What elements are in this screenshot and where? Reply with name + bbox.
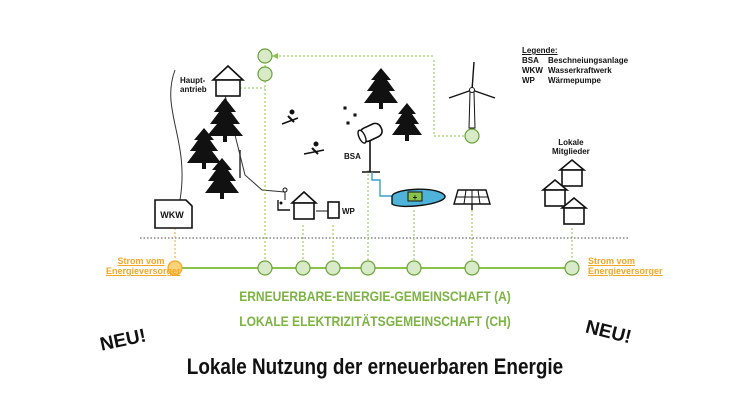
node-hauptantrieb xyxy=(257,260,273,276)
tree-icon xyxy=(187,128,221,169)
heat-pump-icon xyxy=(316,201,340,219)
chairlift-icon xyxy=(277,187,290,211)
svg-text:+: + xyxy=(413,193,418,202)
members-houses-icon xyxy=(540,158,589,225)
water-pipe xyxy=(371,172,392,197)
node-wp xyxy=(325,260,341,276)
node-bsa xyxy=(360,260,376,276)
tree-icon xyxy=(205,158,239,199)
node-energieversorger-left xyxy=(167,260,183,276)
wkw-label: WKW xyxy=(160,210,184,220)
slope-line xyxy=(170,69,183,201)
arrow-head-wind xyxy=(272,53,278,59)
connector-wind xyxy=(433,60,466,137)
lift-house-icon xyxy=(289,190,319,220)
snowflake-icon xyxy=(343,106,357,125)
legend-title: Legende: xyxy=(522,46,558,55)
node-lift xyxy=(295,260,311,276)
solar-panel-icon xyxy=(453,189,491,210)
wkw-box-icon: WKW xyxy=(154,199,193,229)
node-solar xyxy=(464,260,480,276)
page-title: Lokale Nutzung der erneuerbaren Energie xyxy=(186,354,564,379)
tree-icon xyxy=(207,98,243,142)
hauptantrieb-label: Haupt- antrieb xyxy=(180,76,207,94)
strom-right-label: Strom vom Energieversorger xyxy=(588,256,663,276)
wind-turbine-icon xyxy=(448,61,496,129)
wp-label: WP xyxy=(342,207,355,216)
strom-left-label: Strom vom Energieversorger xyxy=(106,256,181,276)
storage-pond-icon: + xyxy=(391,188,446,208)
hauptantrieb-house-icon xyxy=(210,64,246,97)
skier-icon xyxy=(303,141,325,155)
skier-icon xyxy=(281,109,299,125)
node-top-hauptantrieb-2 xyxy=(257,66,273,82)
node-wind xyxy=(464,128,480,144)
tree-icon xyxy=(392,103,422,141)
members-label: Lokale Mitglieder xyxy=(552,138,590,156)
snow-cannon-icon xyxy=(357,122,383,173)
community-line-a: ERNEUERBARE-ENERGIE-GEMEINSCHAFT (A) xyxy=(239,288,511,304)
bsa-label: BSA xyxy=(344,152,361,161)
node-top-hauptantrieb xyxy=(257,48,273,64)
tree-icon xyxy=(364,68,398,109)
community-line-ch: LOKALE ELEKTRIZITÄTSGEMEINSCHAFT (CH) xyxy=(239,313,511,329)
node-pond xyxy=(406,260,422,276)
node-members xyxy=(564,260,580,276)
